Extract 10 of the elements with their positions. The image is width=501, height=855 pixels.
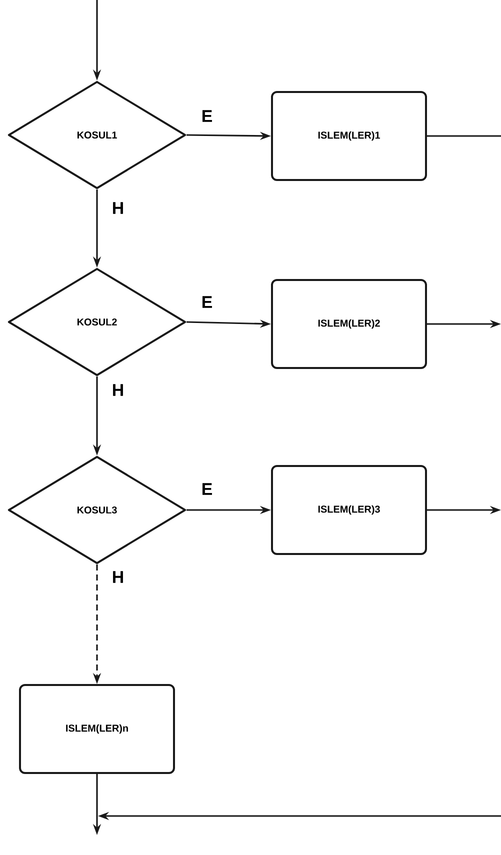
process-box: ISLEM(LER)2 bbox=[271, 279, 427, 369]
edge-label: H bbox=[110, 201, 126, 215]
process-box: ISLEM(LER)n bbox=[19, 684, 175, 774]
edge-label: E bbox=[200, 295, 214, 309]
process-box: ISLEM(LER)3 bbox=[271, 465, 427, 555]
edge-label: H bbox=[110, 570, 126, 584]
edge-label: E bbox=[200, 482, 214, 496]
process-box: ISLEM(LER)1 bbox=[271, 91, 427, 181]
edge-label: H bbox=[110, 383, 126, 397]
edge-label: E bbox=[200, 109, 214, 123]
